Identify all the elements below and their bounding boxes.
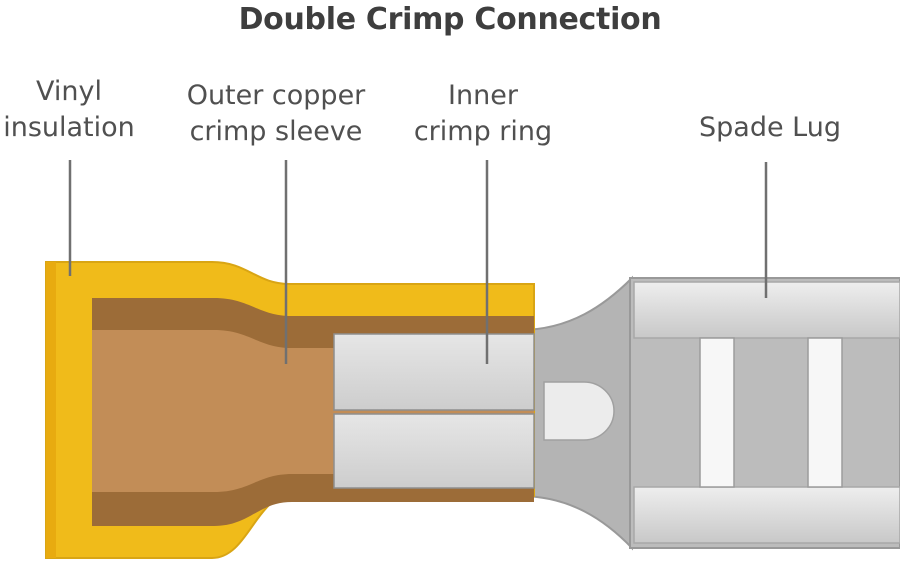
spade-lug [519, 275, 900, 551]
diagram-title: Double Crimp Connection [238, 2, 662, 37]
spade-lug-dimple [543, 381, 615, 441]
inner-crimp-ring [333, 333, 535, 489]
label-vinyl-insulation: Vinyl insulation [0, 74, 138, 146]
inner-crimp-ring-top [333, 333, 535, 411]
vinyl-insulation-edge [46, 262, 56, 558]
label-inner-ring-line2: crimp ring [413, 116, 553, 147]
label-outer-sleeve-line1: Outer copper [186, 80, 366, 111]
inner-crimp-ring-bottom [333, 413, 535, 489]
label-outer-sleeve-line2: crimp sleeve [189, 116, 363, 147]
label-spade-lug-text: Spade Lug [699, 112, 841, 143]
label-inner-crimp-ring: Inner crimp ring [400, 78, 566, 150]
spade-lug-slot-right [807, 337, 843, 488]
spade-lug-slot-left [699, 337, 735, 488]
label-vinyl-insulation-line2: insulation [3, 112, 135, 143]
label-vinyl-insulation-line1: Vinyl [36, 76, 102, 107]
label-outer-copper-crimp-sleeve: Outer copper crimp sleeve [176, 78, 376, 150]
label-spade-lug: Spade Lug [680, 110, 860, 146]
outer-copper-crimp-sleeve [92, 298, 534, 526]
spade-lug-bottom-rail [633, 486, 900, 544]
label-inner-ring-line1: Inner [448, 80, 518, 111]
